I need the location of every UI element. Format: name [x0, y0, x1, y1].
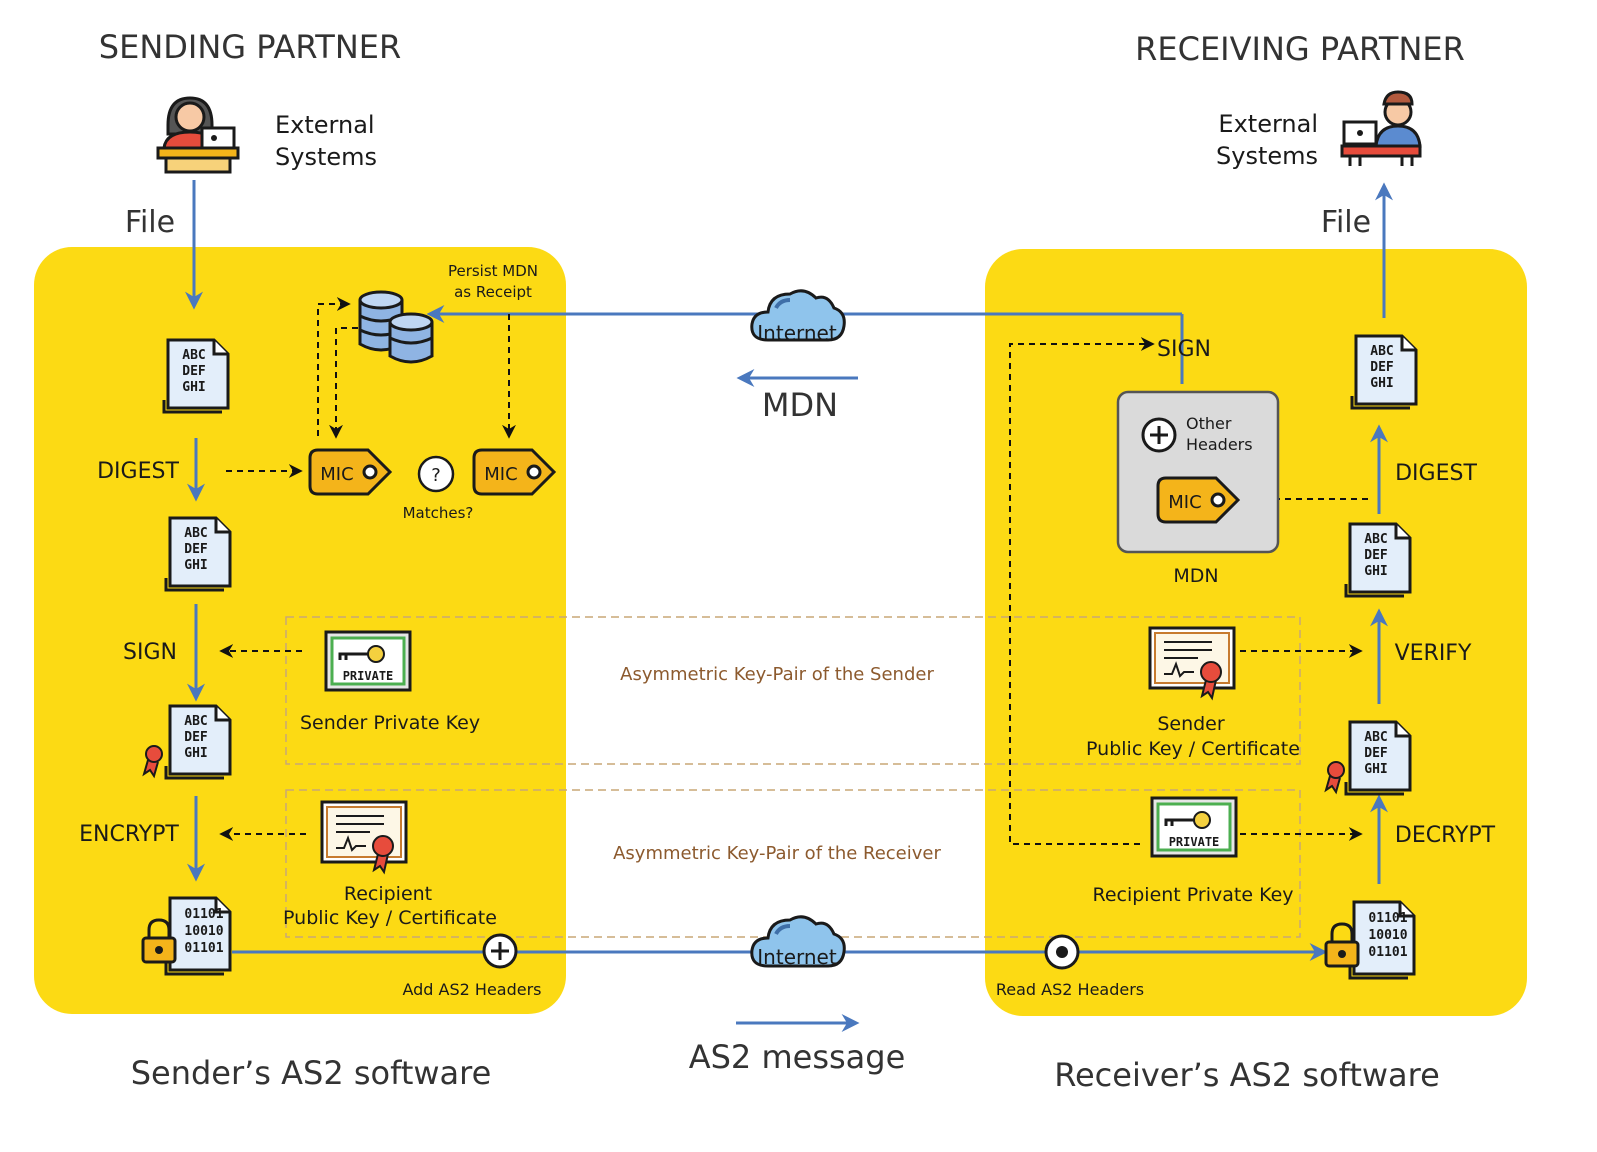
receiver-file-label: File — [1321, 205, 1371, 240]
svg-text:ABC: ABC — [184, 714, 207, 729]
svg-text:01101: 01101 — [184, 941, 223, 956]
svg-text:PRIVATE: PRIVATE — [1169, 835, 1220, 849]
sender-external-systems-line1: External — [275, 111, 375, 139]
persist-mdn-line2: as Receipt — [454, 283, 532, 301]
other-headers-line2: Headers — [1186, 435, 1253, 454]
receiver-doc-decrypted: ABC DEF GHI — [1344, 720, 1412, 796]
svg-text:DEF: DEF — [1364, 746, 1388, 761]
svg-text:DEF: DEF — [182, 364, 206, 379]
svg-text:ABC: ABC — [1364, 730, 1387, 745]
matches-label: Matches? — [403, 504, 474, 522]
svg-text:GHI: GHI — [184, 746, 207, 761]
receiver-decrypt-label: DECRYPT — [1395, 823, 1496, 848]
keypair-sender-box — [285, 616, 1301, 765]
svg-text:01101: 01101 — [1368, 911, 1407, 926]
svg-text:ABC: ABC — [1364, 532, 1387, 547]
svg-text:MIC: MIC — [1168, 492, 1201, 513]
question-mark: ? — [431, 465, 441, 486]
receiver-verify-label: VERIFY — [1395, 641, 1472, 666]
sender-private-key-label: Sender Private Key — [300, 712, 480, 734]
svg-text:ABC: ABC — [182, 348, 205, 363]
recipient-public-key-line1: Recipient — [344, 883, 432, 905]
svg-text:ABC: ABC — [184, 526, 207, 541]
sender-mic-tag-computed: MIC — [308, 448, 392, 496]
internet-cloud-top: Internet — [749, 288, 847, 345]
receiver-doc-encrypted: 01101 10010 01101 — [1348, 900, 1416, 980]
receiver-doc-final: ABC DEF GHI — [1350, 334, 1418, 410]
sender-sign-label: SIGN — [123, 640, 177, 665]
database-icon — [358, 290, 434, 364]
sender-private-key-icon: PRIVATE — [324, 630, 412, 692]
svg-text:DEF: DEF — [184, 542, 208, 557]
sender-certificate-icon — [1148, 626, 1236, 700]
sender-doc-signed: ABC DEF GHI — [164, 704, 232, 780]
add-as2-headers-label: Add AS2 Headers — [402, 980, 541, 999]
receiver-external-systems-line1: External — [1218, 110, 1318, 138]
recipient-private-key-icon: PRIVATE — [1150, 796, 1238, 858]
sender-digest-label: DIGEST — [97, 459, 179, 484]
receiving-partner-title: RECEIVING PARTNER — [1135, 30, 1465, 68]
sender-mic-tag-receipt: MIC — [472, 448, 556, 496]
svg-text:GHI: GHI — [184, 558, 207, 573]
receiver-person-icon — [1340, 90, 1422, 166]
internet-label-bottom: Internet — [757, 945, 837, 969]
db-to-mic-dashed-out — [317, 297, 351, 436]
db-to-mic-dashed-in — [329, 327, 358, 439]
svg-text:GHI: GHI — [1370, 376, 1393, 391]
keypair-sender-label: Asymmetric Key-Pair of the Sender — [620, 664, 934, 685]
recipient-certificate-icon — [320, 800, 408, 874]
sender-doc-encrypted: 01101 10010 01101 — [164, 896, 232, 976]
internet-cloud-bottom: Internet — [749, 914, 847, 969]
mdn-box-caption: MDN — [1173, 565, 1218, 587]
svg-text:01101: 01101 — [1368, 945, 1407, 960]
svg-text:DEF: DEF — [1364, 548, 1388, 563]
matches-question-icon — [417, 455, 455, 493]
receiver-digest-label: DIGEST — [1395, 461, 1477, 486]
other-headers-line1: Other — [1186, 414, 1232, 433]
sender-doc-digested: ABC DEF GHI — [164, 516, 232, 592]
sender-public-key-line1: Sender — [1157, 713, 1225, 735]
receiver-doc-verified: ABC DEF GHI — [1344, 522, 1412, 598]
sending-partner-title: SENDING PARTNER — [99, 28, 401, 66]
svg-text:10010: 10010 — [1368, 928, 1407, 943]
as2-message-label: AS2 message — [689, 1038, 906, 1076]
read-as2-headers-label: Read AS2 Headers — [996, 980, 1144, 999]
sender-public-key-line2: Public Key / Certificate — [1086, 738, 1300, 760]
sender-panel — [34, 247, 566, 1014]
persist-mdn-line1: Persist MDN — [448, 262, 538, 280]
receiver-external-systems-line2: Systems — [1216, 142, 1318, 170]
svg-text:PRIVATE: PRIVATE — [343, 669, 394, 683]
svg-text:DEF: DEF — [184, 730, 208, 745]
recipient-public-key-line2: Public Key / Certificate — [283, 907, 497, 929]
internet-label-top: Internet — [757, 321, 837, 345]
recipient-private-key-label: Recipient Private Key — [1092, 884, 1293, 906]
sender-file-label: File — [125, 205, 175, 240]
svg-text:ABC: ABC — [1370, 344, 1393, 359]
svg-text:GHI: GHI — [182, 380, 205, 395]
svg-text:01101: 01101 — [184, 907, 223, 922]
sender-doc-original: ABC DEF GHI — [162, 338, 230, 414]
sender-person-icon — [156, 96, 240, 174]
sender-encrypt-label: ENCRYPT — [79, 822, 179, 847]
receiver-sign-label: SIGN — [1157, 337, 1211, 362]
svg-text:DEF: DEF — [1370, 360, 1394, 375]
svg-text:MIC: MIC — [484, 464, 517, 485]
svg-text:MIC: MIC — [320, 464, 353, 485]
receiver-mic-tag: MIC — [1156, 476, 1240, 524]
svg-text:GHI: GHI — [1364, 564, 1387, 579]
keypair-receiver-label: Asymmetric Key-Pair of the Receiver — [613, 843, 941, 864]
svg-text:GHI: GHI — [1364, 762, 1387, 777]
mdn-arrow-label: MDN — [762, 386, 838, 424]
receiver-software-label: Receiver’s AS2 software — [1054, 1056, 1440, 1094]
decrypt-to-sign-dashed — [1009, 337, 1155, 845]
svg-text:10010: 10010 — [184, 924, 223, 939]
sender-software-label: Sender’s AS2 software — [131, 1054, 492, 1092]
sender-external-systems-line2: Systems — [275, 143, 377, 171]
